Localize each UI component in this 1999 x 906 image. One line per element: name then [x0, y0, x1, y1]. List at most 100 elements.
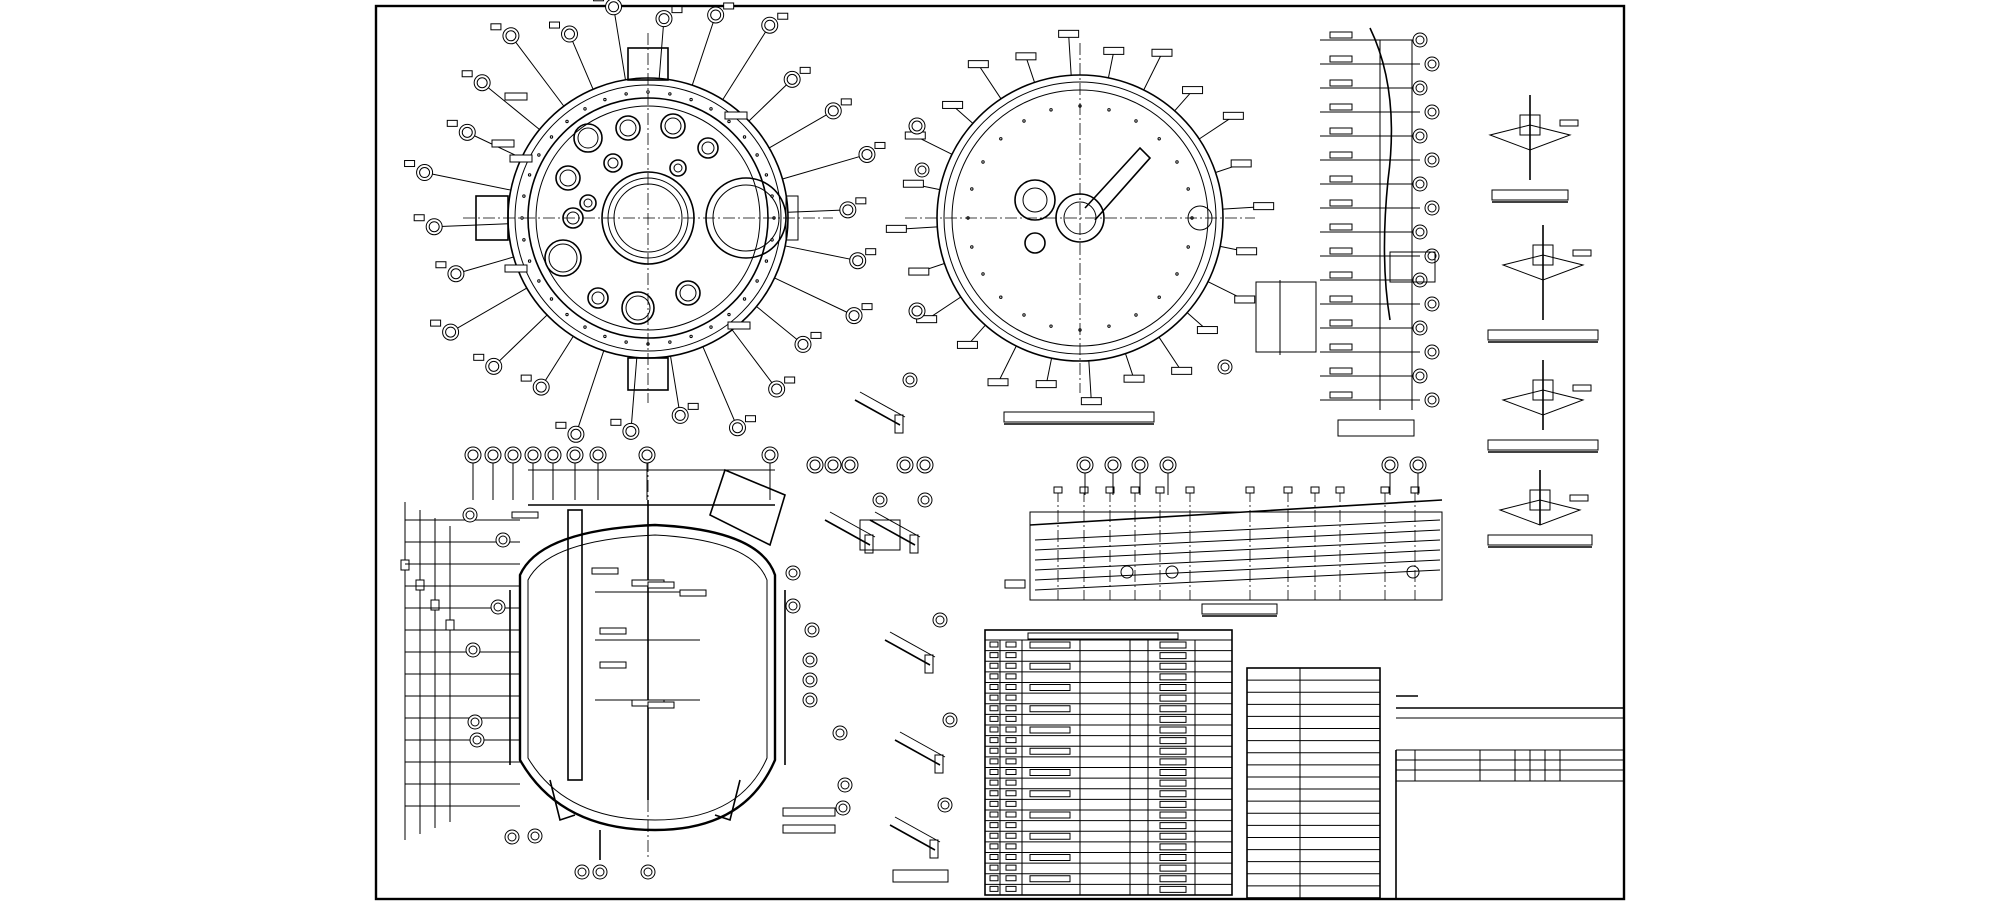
bolt-hole [1049, 324, 1053, 328]
leader-line [658, 18, 665, 79]
callout-balloon-inner [1427, 347, 1437, 357]
callout-balloon [527, 828, 543, 844]
vessel-inner [527, 534, 768, 821]
bolt-hole [1190, 216, 1194, 220]
callout-tag [744, 415, 756, 423]
callout-balloon [802, 692, 818, 708]
callout-balloon [806, 456, 824, 474]
bolt-hole [970, 187, 974, 191]
callout-balloon [1104, 456, 1122, 474]
bolt-hole [755, 279, 759, 283]
nozzle-bore-8 [625, 295, 651, 321]
bolt-hole [1157, 137, 1161, 141]
callout-balloon-inner [608, 1, 620, 13]
nozzle-wall-0 [859, 391, 906, 418]
dip-pipe [1084, 146, 1152, 221]
schedule-cell [989, 811, 999, 818]
callout-balloon [640, 864, 656, 880]
callout-balloon [794, 335, 812, 353]
callout-balloon-inner [1415, 83, 1425, 93]
callout-balloon-inner [764, 449, 776, 461]
agitator-caption-1 [1487, 329, 1599, 341]
bolt-hole [646, 342, 650, 346]
callout-balloon [1412, 272, 1428, 288]
callout-balloon-inner [488, 360, 500, 372]
leader-line [782, 153, 868, 180]
bolt-hole [689, 97, 693, 102]
schedule-cell [1159, 790, 1187, 798]
development-tick [1380, 486, 1390, 494]
schedule-cell [989, 832, 999, 839]
leader-line [702, 346, 738, 428]
schedule-cell [1005, 843, 1017, 850]
bolt-hole [549, 297, 554, 301]
section-label-bar [782, 807, 836, 817]
section-tag [599, 661, 627, 669]
callout-balloon-inner [911, 305, 923, 317]
callout-balloon [1424, 392, 1440, 408]
callout-tag [1015, 52, 1037, 61]
callout-balloon-inner [1384, 459, 1396, 471]
nozzle-body-3 [884, 639, 931, 666]
callout-tag [784, 376, 796, 384]
nozzle-3 [697, 137, 719, 159]
detail-tag [1329, 247, 1353, 255]
callout-balloon [464, 446, 482, 464]
schedule-cell [989, 854, 999, 860]
callout-balloon-inner [470, 717, 480, 727]
callout-balloon-inner [1415, 371, 1425, 381]
callout-balloon-inner [917, 165, 927, 175]
callout-tag [723, 2, 735, 10]
agitator-caption-3 [1487, 534, 1593, 546]
schedule-cell [1159, 737, 1187, 745]
bolt-hole [772, 216, 776, 220]
callout-balloon [1076, 456, 1094, 474]
callout-balloon [1424, 200, 1440, 216]
callout-balloon-inner [899, 459, 911, 471]
schedule-cell [1159, 864, 1187, 872]
callout-balloon-inner [530, 831, 540, 841]
requirements-frame [1246, 667, 1381, 899]
callout-balloon-inner [1427, 59, 1437, 69]
schedule-cell [1159, 875, 1187, 883]
detail-bracket [1389, 251, 1436, 283]
leader-line [424, 172, 511, 191]
callout-balloon [785, 598, 801, 614]
nozzle-body-0 [854, 399, 901, 426]
agitator-hub-3 [1529, 489, 1551, 511]
callout-balloon [902, 372, 918, 388]
development-tick [1410, 486, 1420, 494]
callout-balloon [1409, 456, 1427, 474]
development-tick [1053, 486, 1063, 494]
callout-balloon [802, 672, 818, 688]
callout-balloon [839, 201, 857, 219]
schedule-cell [1005, 875, 1017, 882]
bolt-hole [603, 97, 607, 102]
angled-manhole [709, 468, 786, 547]
agitator-blade-1 [1501, 254, 1585, 281]
leader-line [1068, 34, 1072, 76]
development-nozzle-1 [1120, 565, 1134, 579]
callout-balloon [761, 446, 779, 464]
callout-balloon [561, 25, 579, 43]
bolt-hole [689, 334, 693, 339]
callout-balloon [824, 102, 842, 120]
callout-balloon-inner [805, 655, 815, 665]
callout-tag [967, 60, 989, 69]
callout-tag [1182, 86, 1204, 95]
schedule-cell [989, 758, 999, 765]
schedule-cell [1005, 822, 1017, 829]
bolt-hole [668, 340, 672, 344]
schedule-cell [989, 641, 999, 648]
leader-line [510, 35, 565, 107]
leader-line [481, 82, 540, 130]
bolt-hole [603, 334, 607, 339]
development-tick [1105, 486, 1115, 494]
nozzle-bore-0 [577, 127, 599, 149]
callout-balloon-inner [468, 645, 478, 655]
callout-tag [413, 214, 425, 222]
callout-balloon-inner [1162, 459, 1174, 471]
schedule-cell [1159, 885, 1187, 893]
bolt-hole [1049, 108, 1053, 112]
side-manhole-flange [785, 195, 799, 241]
